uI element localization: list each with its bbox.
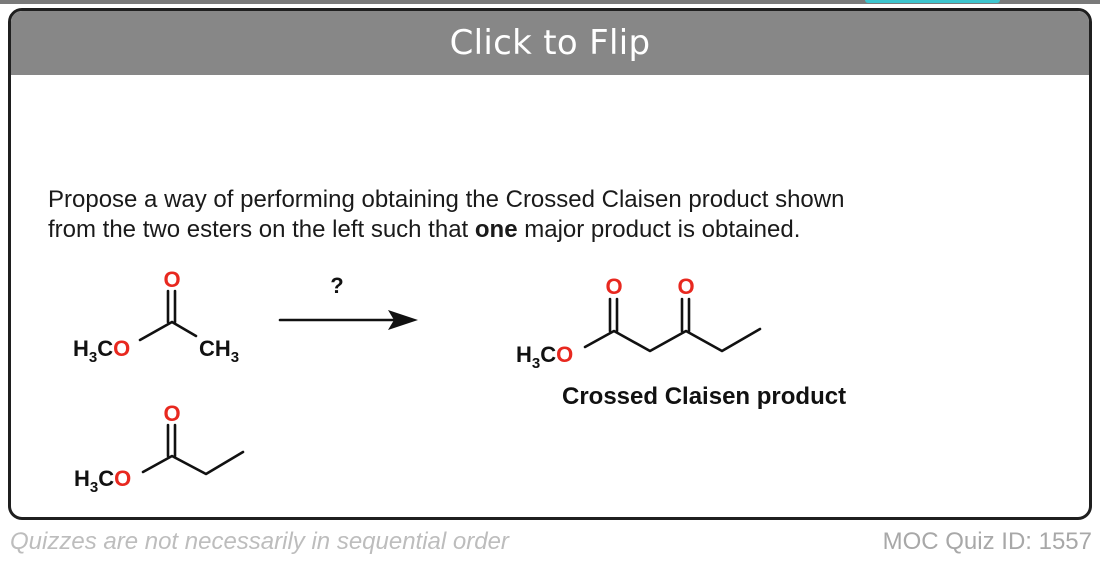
ester-1-methoxy-label: H3CO [73, 336, 130, 366]
sequence-note: Quizzes are not necessarily in sequentia… [10, 528, 509, 555]
flip-button[interactable]: Click to Flip [11, 11, 1089, 75]
ester-2-carbonyl-oxygen: O [163, 401, 180, 426]
product-methoxy-label: H3CO [516, 342, 573, 372]
ester-2-bonds [141, 423, 245, 476]
reagent-question-mark: ? [330, 273, 343, 298]
top-tab-indicator [865, 0, 1000, 3]
flashcard[interactable]: Click to Flip Propose a way of performin… [8, 8, 1092, 520]
question-text: Propose a way of performing obtaining th… [48, 185, 1048, 245]
ester-1-bonds [138, 289, 198, 342]
flip-label: Click to Flip [449, 23, 651, 63]
ester-1-methyl-label: CH3 [199, 336, 239, 366]
ester-1-carbonyl-oxygen: O [163, 267, 180, 292]
product-ketone-oxygen: O [677, 274, 694, 299]
question-emphasis: one [474, 216, 518, 243]
quiz-id: MOC Quiz ID: 1557 [882, 528, 1092, 555]
product-caption: Crossed Claisen product [562, 383, 846, 410]
question-line-2-end: major product is obtained. [517, 216, 801, 243]
product-bonds [583, 297, 762, 353]
top-strip [0, 0, 1100, 4]
question-line-2-start: from the two esters on the left such tha… [48, 216, 475, 243]
ester-2-methoxy-label: H3CO [74, 466, 131, 496]
arrow-head [388, 310, 418, 330]
question-line-1: Propose a way of performing obtaining th… [48, 186, 845, 213]
product-ester-oxygen: O [605, 274, 622, 299]
